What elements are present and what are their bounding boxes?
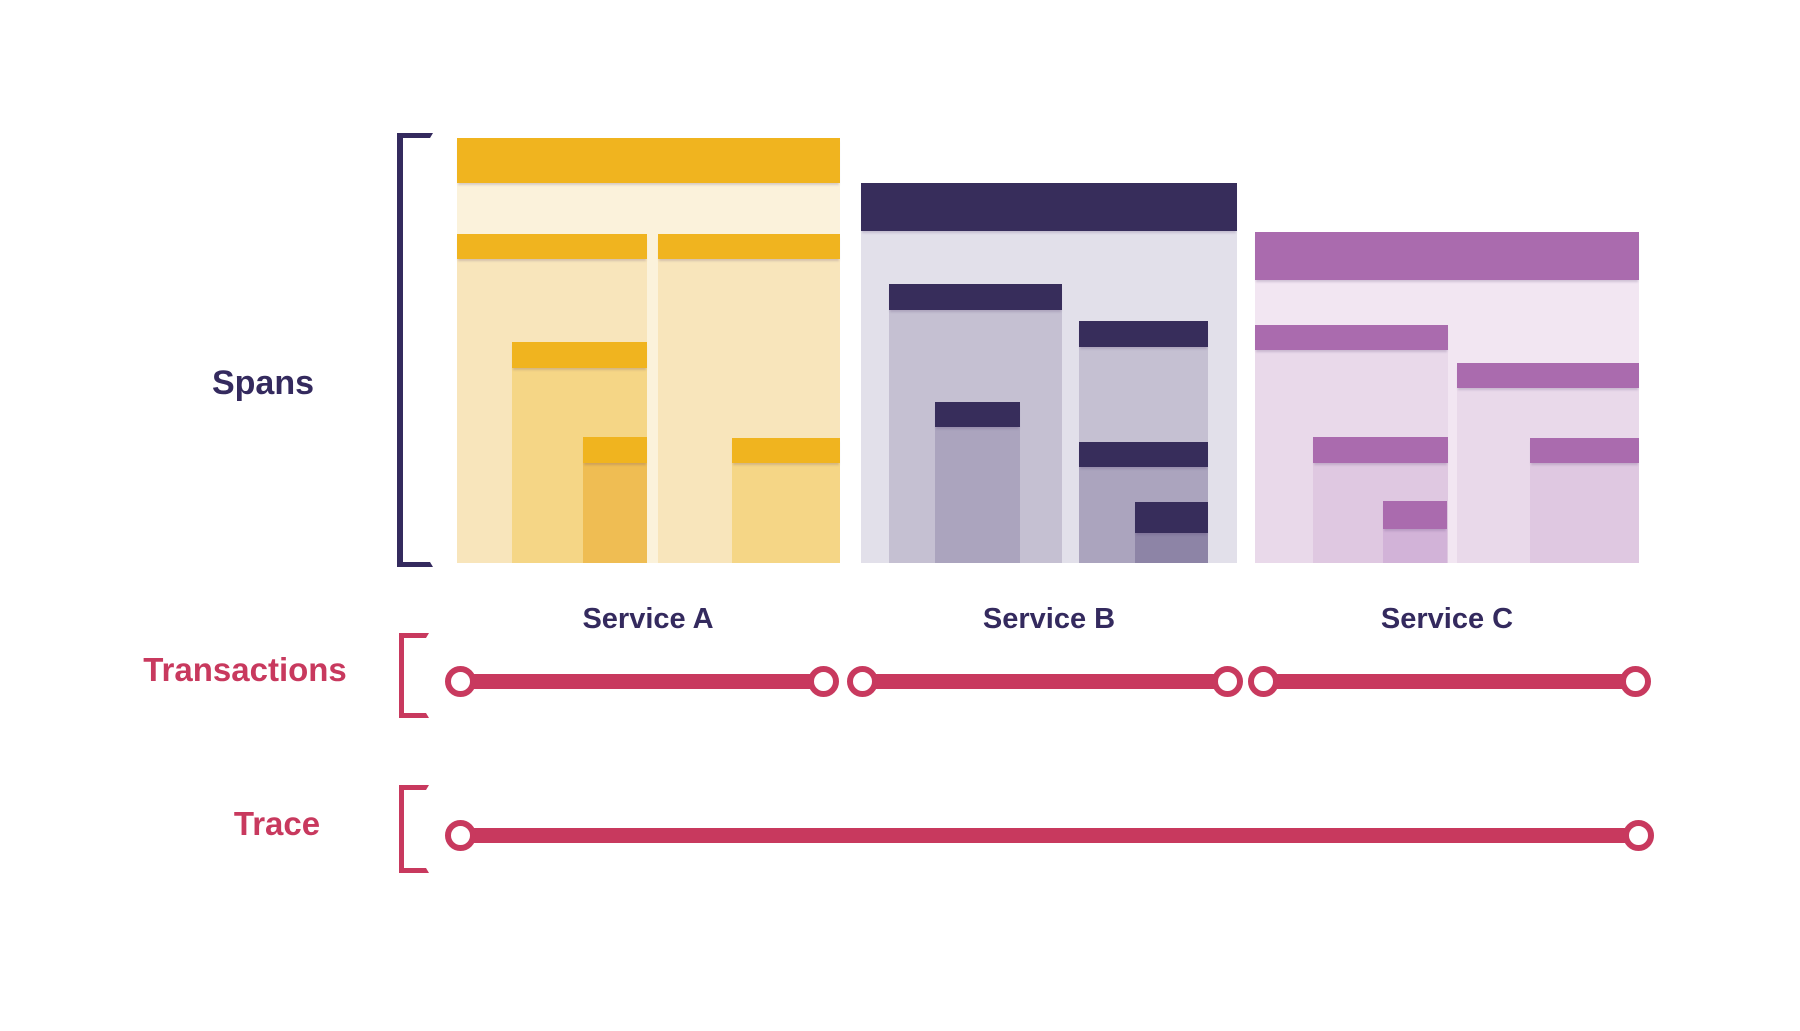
span-block: [1530, 438, 1639, 563]
span-duration-bar: [889, 284, 1062, 310]
service-label: Service C: [1380, 603, 1514, 635]
span-duration-bar: [1135, 502, 1208, 533]
span-duration-bar: [1255, 325, 1448, 350]
span-duration-bar: [732, 438, 840, 463]
span-duration-bar: [1255, 232, 1639, 280]
span-duration-bar: [1383, 501, 1447, 529]
span-duration-bar: [512, 342, 647, 368]
transactions-bracket: [399, 633, 429, 718]
span-duration-bar: [583, 437, 647, 463]
trace-bracket: [399, 785, 429, 873]
span-block: [935, 402, 1020, 563]
trace-end-dot: [1623, 820, 1654, 851]
transaction-line: [1263, 674, 1635, 689]
transactions-row-label: Transactions: [143, 651, 347, 688]
span-duration-bar: [1079, 321, 1208, 347]
service-label: Service A: [582, 603, 714, 635]
span-duration-bar: [457, 234, 647, 259]
spans-row-label: Spans: [211, 364, 315, 402]
span-block: [1383, 501, 1447, 563]
transaction-line: [862, 674, 1227, 689]
transaction-end-dot: [1212, 666, 1243, 697]
trace-start-dot: [445, 820, 476, 851]
transaction-end-dot: [808, 666, 839, 697]
span-block: [583, 437, 647, 563]
span-block: [1135, 502, 1208, 563]
span-duration-bar: [1313, 437, 1448, 463]
span-duration-bar: [1457, 363, 1639, 388]
span-duration-bar: [457, 138, 840, 183]
transaction-start-dot: [847, 666, 878, 697]
transaction-line: [460, 674, 823, 689]
trace-line: [460, 828, 1638, 843]
span-block: [732, 438, 840, 563]
span-duration-bar: [1079, 442, 1208, 467]
transaction-start-dot: [1248, 666, 1279, 697]
trace-row-label: Trace: [233, 805, 321, 842]
span-duration-bar: [658, 234, 840, 259]
span-duration-bar: [1530, 438, 1639, 463]
transaction-start-dot: [445, 666, 476, 697]
service-label: Service B: [982, 603, 1116, 635]
span-duration-bar: [935, 402, 1020, 427]
spans-bracket: [397, 133, 433, 567]
span-duration-bar: [861, 183, 1237, 231]
transaction-end-dot: [1620, 666, 1651, 697]
